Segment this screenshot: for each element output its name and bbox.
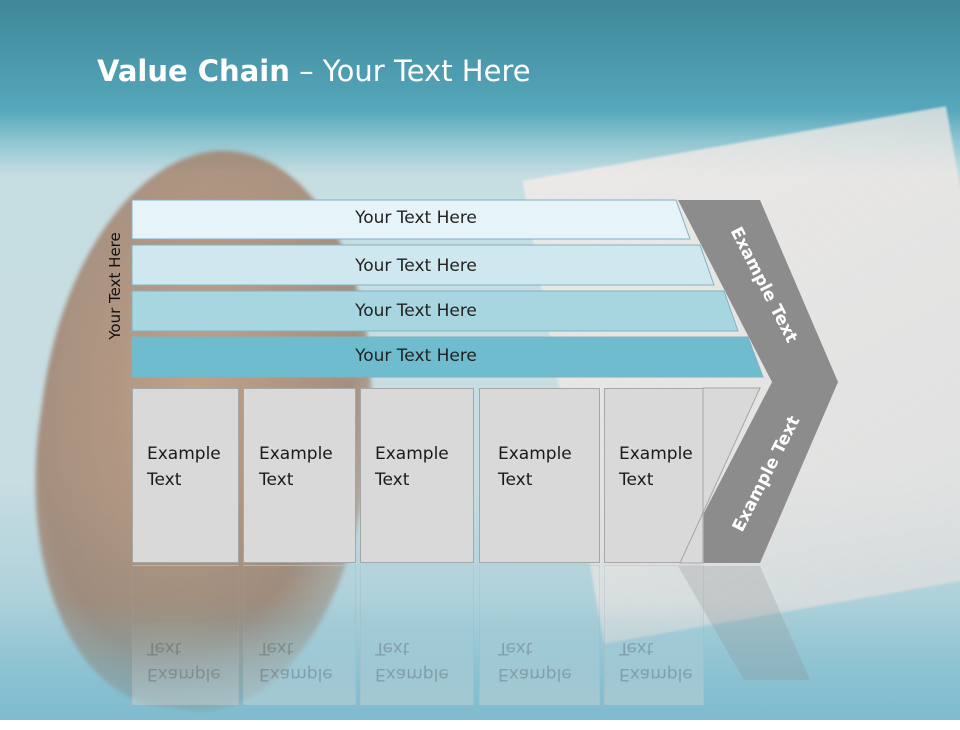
activity-cell-3-text: Example Text	[375, 444, 449, 490]
title-bold: Value Chain	[97, 54, 290, 88]
activity-cell-2: Example Text	[243, 388, 356, 563]
row-4-label: Your Text Here	[355, 346, 477, 366]
title-rest: – Your Text Here	[289, 54, 531, 88]
chevron-reflection	[678, 566, 810, 680]
chevron-top	[678, 200, 838, 382]
row-1-label: Your Text Here	[355, 208, 477, 228]
slide-title: Value Chain – Your Text Here	[97, 54, 531, 88]
cell-4-reflection-text: Example Text	[498, 638, 572, 684]
cell-2-reflection-text: Example Text	[259, 638, 333, 684]
activity-cell-4-text: Example Text	[498, 444, 572, 490]
row-1-bar	[131, 199, 691, 240]
row-2-bar	[131, 244, 715, 286]
row-2-label: Your Text Here	[355, 256, 477, 276]
row-3-bar	[131, 290, 739, 332]
cell-1-reflection: Example Text	[132, 565, 239, 705]
cell-5-reflection-text: Example Text	[619, 638, 693, 684]
row-4-bar	[131, 336, 764, 378]
activity-cell-4: Example Text	[479, 388, 600, 563]
cell-5-reflection: Example Text	[604, 565, 704, 705]
activity-cell-1: Example Text	[132, 388, 239, 563]
cell-1-reflection-text: Example Text	[147, 638, 221, 684]
cell-3-reflection-text: Example Text	[375, 638, 449, 684]
activity-cell-5: Example Text	[604, 388, 704, 563]
cell-4-reflection: Example Text	[479, 565, 600, 705]
activity-cell-2-text: Example Text	[259, 444, 333, 490]
row-3-label: Your Text Here	[355, 301, 477, 321]
activity-cell-5-text: Example Text	[619, 444, 693, 490]
cell-3-reflection: Example Text	[360, 565, 474, 705]
activity-cell-1-text: Example Text	[147, 444, 221, 490]
activity-cell-3: Example Text	[360, 388, 474, 563]
cell-2-reflection: Example Text	[243, 565, 356, 705]
